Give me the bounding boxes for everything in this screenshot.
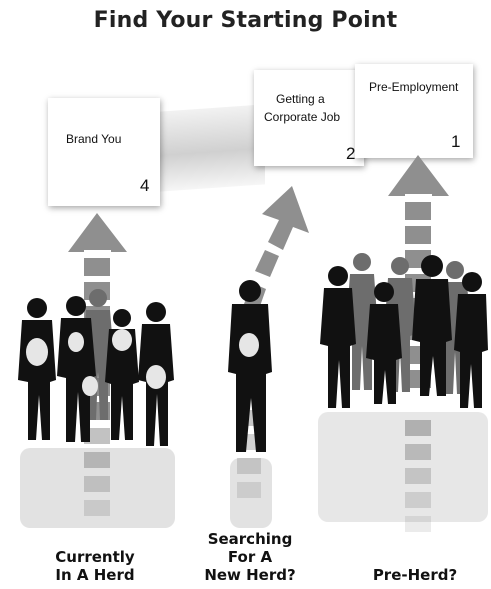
card-label-line2: Corporate Job bbox=[264, 110, 341, 124]
group-label-line: For A bbox=[227, 548, 273, 566]
card-brand-you: Brand You 4 bbox=[48, 98, 160, 206]
group-label-currently-in-herd: Currently In A Herd bbox=[30, 548, 160, 584]
page-title: Find Your Starting Point bbox=[93, 8, 398, 33]
group-label-searching: Searching For A New Herd? bbox=[190, 530, 310, 584]
card-label: Pre-Employment bbox=[369, 80, 459, 94]
card-corporate-job: Getting a Corporate Job 2 bbox=[254, 70, 364, 166]
herd-right-silhouettes bbox=[318, 253, 488, 522]
group-label-line: Pre-Herd? bbox=[372, 566, 458, 584]
card-label-line1: Getting a bbox=[276, 92, 325, 106]
group-label-pre-herd: Pre-Herd? bbox=[355, 566, 475, 584]
herd-left-silhouettes bbox=[18, 289, 175, 528]
card-label: Brand You bbox=[66, 132, 122, 146]
card-number: 1 bbox=[451, 132, 461, 151]
herd-middle-silhouette bbox=[228, 280, 272, 528]
card-pre-employment: Pre-Employment 1 bbox=[355, 64, 473, 158]
card-number: 4 bbox=[140, 176, 150, 195]
group-label-line: Currently bbox=[55, 548, 135, 566]
group-label-line: New Herd? bbox=[204, 566, 296, 584]
group-label-line: In A Herd bbox=[55, 566, 135, 584]
card-number: 2 bbox=[346, 144, 356, 163]
group-label-line: Searching bbox=[207, 530, 293, 548]
